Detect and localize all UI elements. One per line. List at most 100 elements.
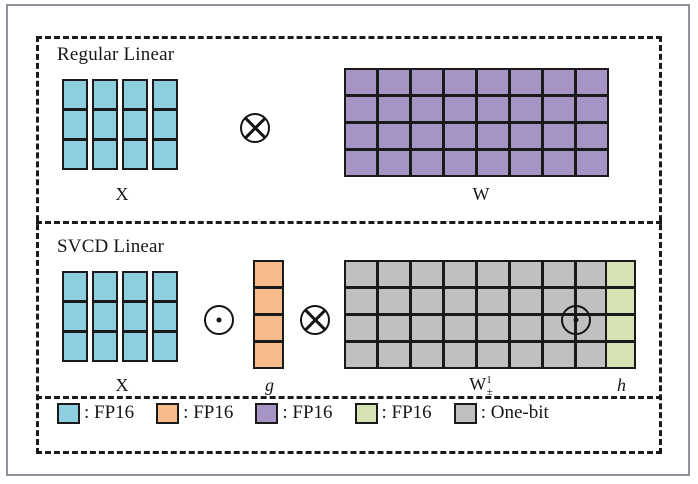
matrix-cell xyxy=(377,314,411,342)
matrix-column xyxy=(253,260,284,369)
matrix-cell xyxy=(344,68,378,96)
matrix-cell xyxy=(509,341,543,369)
matrix-cell xyxy=(605,314,636,342)
matrix-cell xyxy=(122,109,148,140)
matrix-cell xyxy=(92,109,118,140)
matrix-column xyxy=(509,260,543,369)
matrix-cell xyxy=(122,331,148,362)
matrix-column xyxy=(62,271,88,362)
matrix-cell xyxy=(92,139,118,170)
matrix-cell xyxy=(443,341,477,369)
matrix-cell xyxy=(344,122,378,150)
matrix-cell xyxy=(253,260,284,288)
matrix-cell xyxy=(410,122,444,150)
matrix-cell xyxy=(605,341,636,369)
matrix-cell xyxy=(344,314,378,342)
matrix-cell xyxy=(476,287,510,315)
operator-matmul-regular xyxy=(240,113,270,143)
matrix-cell xyxy=(542,149,576,177)
section-divider xyxy=(36,221,662,224)
matrix-cell xyxy=(62,109,88,140)
matrix-column xyxy=(122,79,148,170)
matrix-column xyxy=(344,68,378,177)
matrix-column xyxy=(152,79,178,170)
matrix-cell xyxy=(542,122,576,150)
legend-swatch-purple xyxy=(255,402,279,424)
matrix-column xyxy=(92,271,118,362)
matrix-column xyxy=(62,79,88,170)
legend-swatch-orange xyxy=(156,402,180,424)
matrix-cell xyxy=(542,95,576,123)
matrix-column xyxy=(122,271,148,362)
legend-label-green: : FP16 xyxy=(381,402,432,423)
matrix-column xyxy=(344,260,378,369)
matrix-cell xyxy=(443,122,477,150)
legend-item-purple: : FP16 xyxy=(255,402,333,424)
matrix-cell xyxy=(575,341,609,369)
matrix-column xyxy=(377,260,411,369)
matrix-cell xyxy=(377,95,411,123)
matrix-h-svcd xyxy=(605,260,636,369)
matrix-cell xyxy=(476,95,510,123)
matrix-cell xyxy=(377,260,411,288)
matrix-column xyxy=(542,68,576,177)
legend-swatch-green xyxy=(354,402,378,424)
matrix-cell xyxy=(62,301,88,332)
operator-hadamard-right-svcd xyxy=(561,305,591,335)
matrix-label-w-base: W xyxy=(469,374,487,394)
matrix-cell xyxy=(410,341,444,369)
matrix-column xyxy=(152,271,178,362)
matrix-cell xyxy=(344,287,378,315)
matrix-cell xyxy=(152,79,178,110)
matrix-cell xyxy=(253,314,284,342)
matrix-cell xyxy=(443,287,477,315)
matrix-cell xyxy=(344,260,378,288)
matrix-cell xyxy=(605,260,636,288)
matrix-cell xyxy=(509,122,543,150)
matrix-cell xyxy=(253,287,284,315)
matrix-cell xyxy=(476,314,510,342)
matrix-cell xyxy=(410,314,444,342)
section-title-regular-linear: Regular Linear xyxy=(57,44,175,65)
section-title-svcd-linear: SVCD Linear xyxy=(57,236,165,257)
matrix-label-x-regular: X xyxy=(115,184,129,204)
matrix-label-w-regular: W xyxy=(472,184,490,204)
matrix-w-regular xyxy=(344,68,609,177)
matrix-cell xyxy=(92,271,118,302)
matrix-cell xyxy=(122,139,148,170)
matrix-column xyxy=(443,260,477,369)
matrix-cell xyxy=(443,314,477,342)
matrix-column xyxy=(476,68,510,177)
legend-label-blue: : FP16 xyxy=(84,402,135,423)
matrix-cell xyxy=(575,68,609,96)
matrix-cell xyxy=(344,95,378,123)
matrix-cell xyxy=(476,149,510,177)
matrix-cell xyxy=(542,341,576,369)
matrix-cell xyxy=(92,79,118,110)
matrix-cell xyxy=(62,79,88,110)
matrix-cell xyxy=(410,260,444,288)
legend: : FP16: FP16: FP16: FP16: One-bit xyxy=(57,402,549,424)
matrix-column xyxy=(509,68,543,177)
legend-swatch-gray xyxy=(453,402,477,424)
matrix-cell xyxy=(509,287,543,315)
matrix-cell xyxy=(605,287,636,315)
matrix-label-w-superscript: 1 xyxy=(486,374,492,386)
matrix-cell xyxy=(377,149,411,177)
matrix-cell xyxy=(62,271,88,302)
legend-item-gray: : One-bit xyxy=(453,402,549,424)
matrix-cell xyxy=(575,95,609,123)
matrix-cell xyxy=(509,95,543,123)
legend-label-gray: : One-bit xyxy=(480,402,549,423)
matrix-cell xyxy=(410,287,444,315)
matrix-cell xyxy=(377,122,411,150)
matrix-column xyxy=(575,68,609,177)
legend-divider xyxy=(36,396,662,399)
matrix-cell xyxy=(509,260,543,288)
matrix-column xyxy=(542,260,576,369)
matrix-x-svcd xyxy=(62,271,178,362)
matrix-cell xyxy=(152,301,178,332)
legend-label-purple: : FP16 xyxy=(282,402,333,423)
matrix-cell xyxy=(62,139,88,170)
matrix-cell xyxy=(152,331,178,362)
